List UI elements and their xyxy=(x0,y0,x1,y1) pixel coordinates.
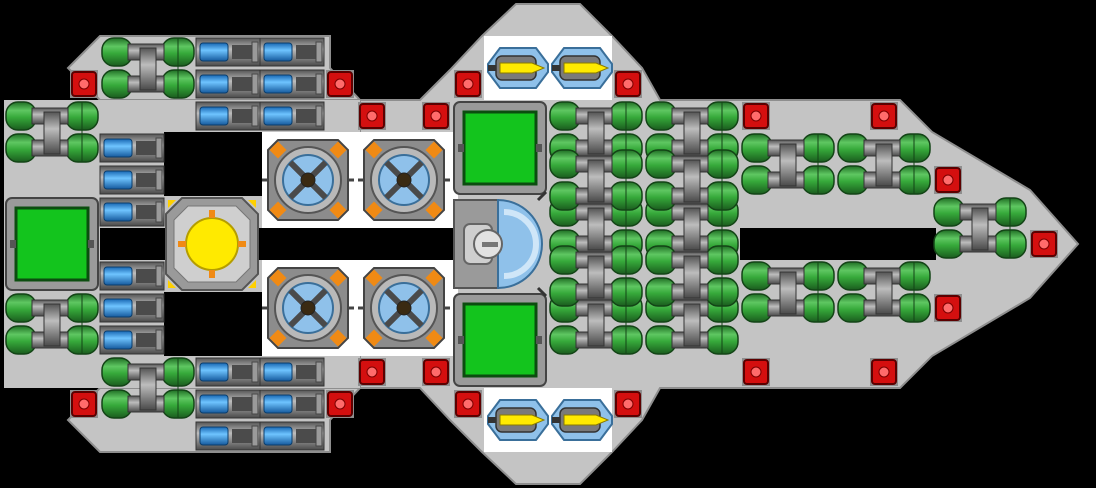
thruster[interactable] xyxy=(99,325,165,355)
running-light[interactable] xyxy=(422,102,450,130)
running-lights xyxy=(70,70,1058,418)
fuel-tank[interactable] xyxy=(741,261,835,323)
turbines xyxy=(262,139,450,349)
running-light[interactable] xyxy=(422,358,450,386)
thruster[interactable] xyxy=(99,261,165,291)
running-light[interactable] xyxy=(742,102,770,130)
cannon-weapon[interactable] xyxy=(487,47,549,89)
fuel-tank[interactable] xyxy=(933,197,1027,259)
fuel-tank[interactable] xyxy=(645,293,739,355)
cockpit[interactable] xyxy=(453,190,548,298)
thruster[interactable] xyxy=(195,101,261,131)
corridor-left xyxy=(100,228,460,260)
running-light[interactable] xyxy=(70,70,98,98)
cargo-bay[interactable] xyxy=(5,197,99,291)
thruster[interactable] xyxy=(195,389,261,419)
cargo-bays xyxy=(5,101,547,387)
running-light[interactable] xyxy=(454,390,482,418)
thruster[interactable] xyxy=(195,357,261,387)
running-light[interactable] xyxy=(326,70,354,98)
running-light[interactable] xyxy=(934,166,962,194)
turbine[interactable] xyxy=(358,139,450,221)
fuel-tank[interactable] xyxy=(837,133,931,195)
fuel-tank[interactable] xyxy=(549,245,643,307)
cargo-bay[interactable] xyxy=(453,101,547,195)
void-left-lower xyxy=(164,292,262,356)
running-light[interactable] xyxy=(614,70,642,98)
fuel-tank[interactable] xyxy=(549,149,643,211)
fuel-tanks xyxy=(5,37,1027,419)
thruster[interactable] xyxy=(259,421,325,451)
thruster[interactable] xyxy=(259,357,325,387)
turbine[interactable] xyxy=(358,267,450,349)
fuel-tank[interactable] xyxy=(5,101,99,163)
running-light[interactable] xyxy=(70,390,98,418)
running-light[interactable] xyxy=(358,102,386,130)
running-light[interactable] xyxy=(454,70,482,98)
reactor-core[interactable] xyxy=(165,197,259,291)
thrusters xyxy=(99,37,325,451)
void-left-upper xyxy=(164,132,262,196)
cannon-weapon[interactable] xyxy=(551,399,613,441)
weapons xyxy=(487,47,613,441)
thruster[interactable] xyxy=(259,389,325,419)
thruster[interactable] xyxy=(259,101,325,131)
thruster[interactable] xyxy=(99,165,165,195)
running-light[interactable] xyxy=(358,358,386,386)
fuel-tank[interactable] xyxy=(101,37,195,99)
thruster[interactable] xyxy=(99,197,165,227)
running-light[interactable] xyxy=(326,390,354,418)
fuel-tank[interactable] xyxy=(837,261,931,323)
running-light[interactable] xyxy=(870,358,898,386)
thruster[interactable] xyxy=(195,69,261,99)
cannon-weapon[interactable] xyxy=(551,47,613,89)
thruster[interactable] xyxy=(195,421,261,451)
fuel-tank[interactable] xyxy=(645,245,739,307)
running-light[interactable] xyxy=(870,102,898,130)
thruster[interactable] xyxy=(195,37,261,67)
fuel-tank[interactable] xyxy=(741,133,835,195)
running-light[interactable] xyxy=(614,390,642,418)
turbine[interactable] xyxy=(262,267,354,349)
thruster[interactable] xyxy=(99,133,165,163)
fuel-tank[interactable] xyxy=(645,149,739,211)
running-light[interactable] xyxy=(1030,230,1058,258)
reactor-mount-markers xyxy=(168,200,256,288)
corridor-right xyxy=(740,228,936,260)
running-light[interactable] xyxy=(742,358,770,386)
turbine[interactable] xyxy=(262,139,354,221)
thruster[interactable] xyxy=(99,293,165,323)
thruster[interactable] xyxy=(259,69,325,99)
fuel-tank[interactable] xyxy=(5,293,99,355)
cannon-weapon[interactable] xyxy=(487,399,549,441)
fuel-tank[interactable] xyxy=(101,357,195,419)
thruster[interactable] xyxy=(259,37,325,67)
running-light[interactable] xyxy=(934,294,962,322)
cargo-bay[interactable] xyxy=(453,293,547,387)
